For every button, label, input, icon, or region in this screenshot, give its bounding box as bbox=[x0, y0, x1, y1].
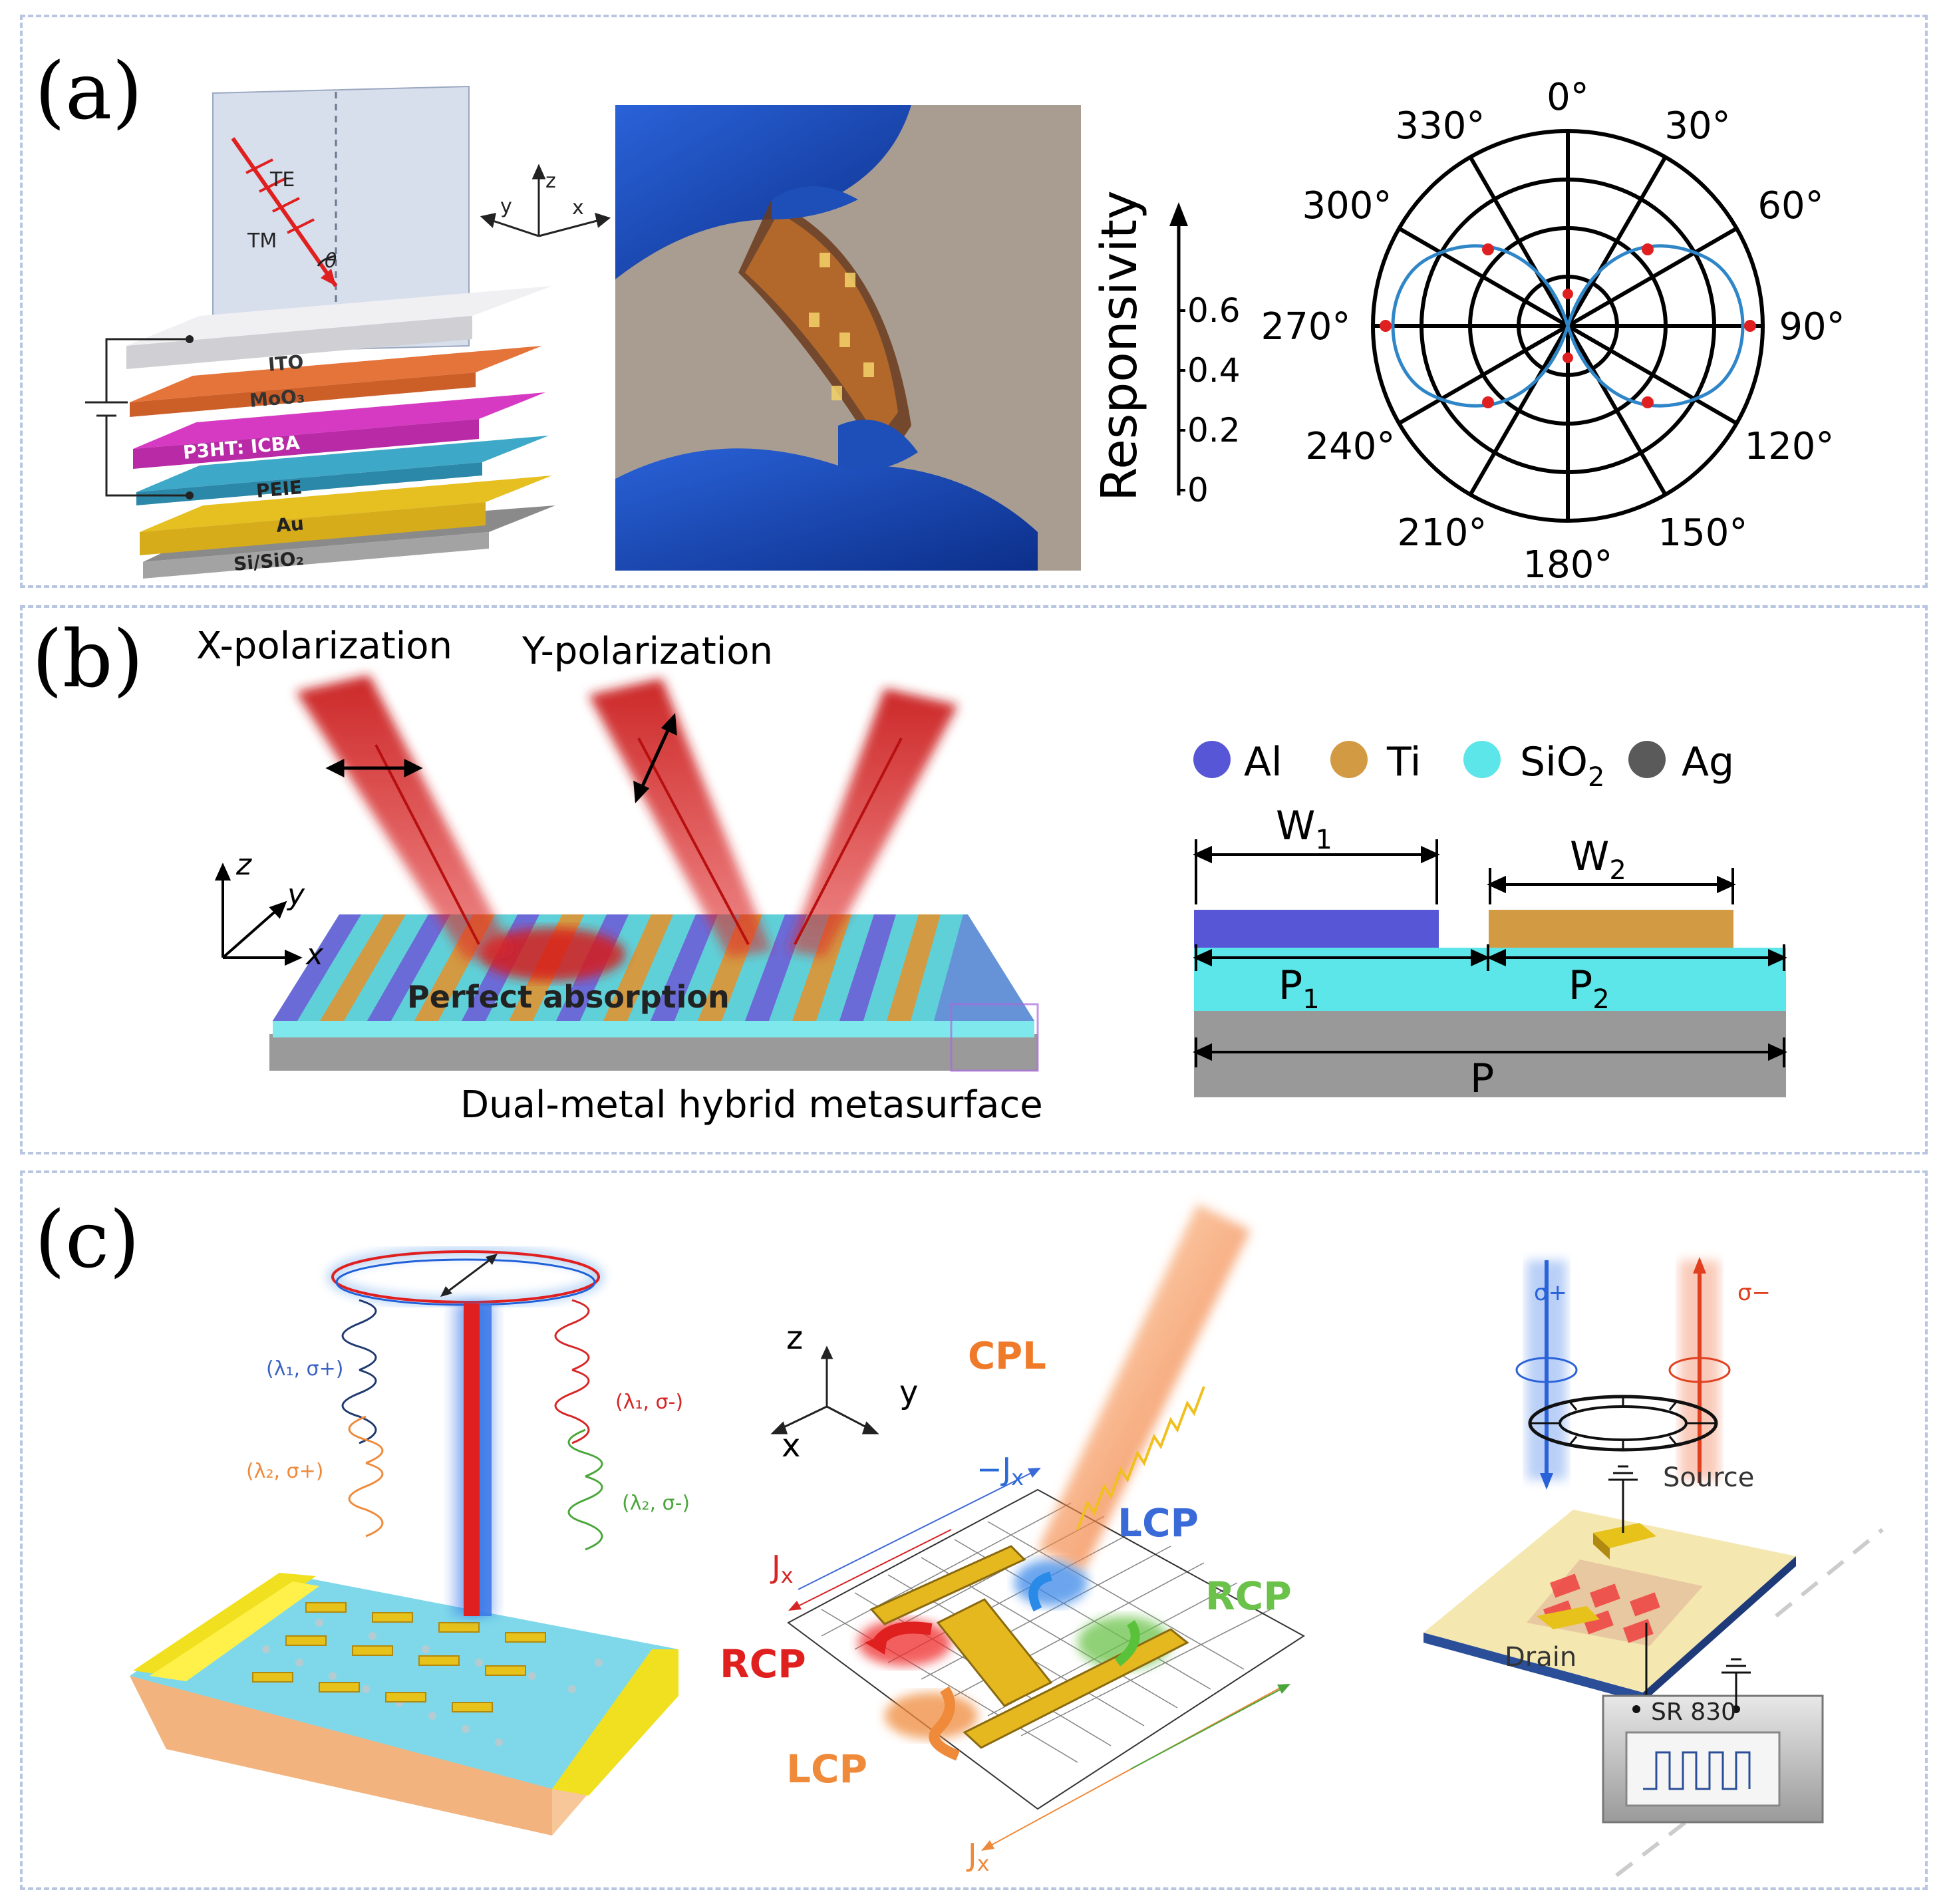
layer-au: Au bbox=[275, 512, 305, 537]
legend-al: Al bbox=[1244, 739, 1282, 785]
axis-b-z: z bbox=[235, 848, 252, 882]
sigma-minus-label: σ− bbox=[1737, 1280, 1771, 1306]
p2-sub: 2 bbox=[1592, 984, 1609, 1015]
svg-text:P1: P1 bbox=[1278, 962, 1320, 1015]
axis-b-y: y bbox=[286, 878, 305, 912]
w1-sub: 1 bbox=[1315, 825, 1332, 855]
legend-sio2-sub: 2 bbox=[1588, 762, 1604, 793]
h-structure bbox=[770, 1204, 1305, 1851]
source-label: Source bbox=[1663, 1462, 1754, 1493]
resp-tick-02: 0.2 bbox=[1187, 411, 1241, 450]
spiral-l1-sm: (λ₁, σ-) bbox=[615, 1391, 683, 1414]
legend-sio2: SiO bbox=[1520, 739, 1588, 785]
w2-sub: 2 bbox=[1609, 855, 1626, 886]
layer-peie: PEIE bbox=[255, 476, 303, 502]
svg-text:P2: P2 bbox=[1569, 962, 1610, 1015]
sr830-label: SR 830 bbox=[1651, 1699, 1736, 1726]
axis-a-z: z bbox=[545, 170, 556, 193]
resp-tick-06: 0.6 bbox=[1187, 291, 1241, 330]
w1-label: W bbox=[1276, 803, 1315, 849]
spiral-l2-sp: (λ₂, σ+) bbox=[246, 1460, 323, 1483]
spiral-l2-sm: (λ₂, σ-) bbox=[622, 1492, 690, 1515]
polar-plot: 0° 30° 60° 90° 120° 150° 180° 210° 240° … bbox=[1261, 76, 1845, 587]
y-polarization-label: Y-polarization bbox=[522, 630, 773, 673]
svg-text:Jx: Jx bbox=[770, 1549, 794, 1588]
polar-label-0: 0° bbox=[1547, 76, 1589, 119]
polar-label-120: 120° bbox=[1745, 425, 1835, 468]
polar-label-270: 270° bbox=[1261, 305, 1351, 348]
axes-icon-b bbox=[214, 863, 303, 966]
resp-tick-04: 0.4 bbox=[1187, 351, 1241, 390]
jx-red-label: J bbox=[770, 1549, 781, 1585]
metasurface-caption: Dual-metal hybrid metasurface bbox=[460, 1083, 1043, 1127]
polar-label-180: 180° bbox=[1523, 543, 1613, 587]
axes-icon-a bbox=[480, 164, 611, 237]
theta-label: θ bbox=[325, 249, 337, 273]
svg-text:SiO2: SiO2 bbox=[1520, 739, 1604, 793]
perfect-absorption-label: Perfect absorption bbox=[407, 979, 730, 1015]
rcp-green-label: RCP bbox=[1205, 1573, 1292, 1619]
panel-a bbox=[20, 15, 1928, 588]
tm-label: TM bbox=[247, 229, 277, 253]
spiral-l1-sp: (λ₁, σ+) bbox=[266, 1357, 343, 1381]
flexible-device-photo bbox=[615, 105, 1081, 571]
jx-orange-label: J bbox=[966, 1837, 977, 1873]
x-polarization-label: X-polarization bbox=[196, 624, 452, 668]
polar-label-210: 210° bbox=[1398, 511, 1487, 555]
te-label: TE bbox=[269, 168, 295, 192]
layer-moo3: MoO₃ bbox=[249, 385, 306, 412]
legend-ag: Ag bbox=[1682, 739, 1734, 785]
polar-label-150: 150° bbox=[1658, 511, 1748, 555]
sigma-plus-label: σ+ bbox=[1534, 1280, 1567, 1306]
material-legend: Al Ti SiO2 Ag bbox=[1193, 739, 1734, 793]
drain-label: Drain bbox=[1505, 1642, 1576, 1673]
axis-a-x: x bbox=[572, 196, 584, 219]
panel-b bbox=[20, 605, 1928, 1155]
panel-b-label: (b) bbox=[32, 613, 144, 705]
axis-a-y: y bbox=[500, 195, 512, 218]
chiral-detector: (λ₁, σ+) (λ₁, σ-) (λ₂, σ+) (λ₂, σ-) bbox=[130, 1247, 690, 1836]
panel-c-label: (c) bbox=[35, 1194, 140, 1286]
axis-b-x: x bbox=[305, 938, 324, 972]
neg-jx-label: −J bbox=[976, 1451, 1011, 1487]
rcp-red-label: RCP bbox=[720, 1641, 806, 1687]
legend-ti: Ti bbox=[1386, 739, 1421, 785]
p-label: P bbox=[1470, 1055, 1494, 1102]
axis-c-x: x bbox=[782, 1427, 800, 1464]
responsivity-scale: 0.6 0.4 0.2 0 Responsivity bbox=[1091, 190, 1241, 509]
layered-device: TE TM θ ITO MoO₃ P3HT: ICBA PEIE Au Si/S… bbox=[85, 85, 555, 579]
layer-ito: ITO bbox=[267, 350, 305, 376]
p2-label: P bbox=[1569, 962, 1592, 1009]
polar-label-330: 330° bbox=[1396, 104, 1485, 148]
svg-text:−Jx: −Jx bbox=[976, 1451, 1024, 1490]
jx-red-sub: x bbox=[781, 1563, 794, 1588]
polarization-arrows bbox=[325, 713, 677, 803]
axis-c-y: y bbox=[899, 1374, 918, 1411]
cross-section: W1 W2 P1 P2 P bbox=[1193, 803, 1787, 1102]
resp-tick-0: 0 bbox=[1187, 471, 1209, 509]
p1-label: P bbox=[1278, 962, 1302, 1009]
polar-label-300: 300° bbox=[1302, 184, 1392, 227]
panel-a-label: (a) bbox=[35, 45, 142, 137]
polar-label-60: 60° bbox=[1757, 184, 1823, 227]
lcp-orange-label: LCP bbox=[786, 1746, 867, 1792]
svg-text:Jx: Jx bbox=[966, 1837, 990, 1876]
polar-label-90: 90° bbox=[1779, 305, 1845, 348]
svg-text:W2: W2 bbox=[1570, 833, 1626, 886]
lcp-blue-label: LCP bbox=[1118, 1500, 1199, 1546]
measurement-setup bbox=[1423, 1257, 1884, 1877]
p1-sub: 1 bbox=[1302, 984, 1319, 1015]
responsivity-title: Responsivity bbox=[1091, 190, 1148, 501]
svg-text:W1: W1 bbox=[1276, 803, 1332, 855]
w2-label: W bbox=[1570, 833, 1609, 880]
panel-c bbox=[20, 1170, 1928, 1890]
polar-label-240: 240° bbox=[1306, 425, 1396, 468]
jx-orange-sub: x bbox=[977, 1851, 990, 1876]
polar-label-30: 30° bbox=[1664, 104, 1730, 148]
neg-jx-sub: x bbox=[1011, 1465, 1024, 1490]
cpl-label: CPL bbox=[968, 1335, 1046, 1378]
axis-c-z: z bbox=[786, 1319, 803, 1357]
